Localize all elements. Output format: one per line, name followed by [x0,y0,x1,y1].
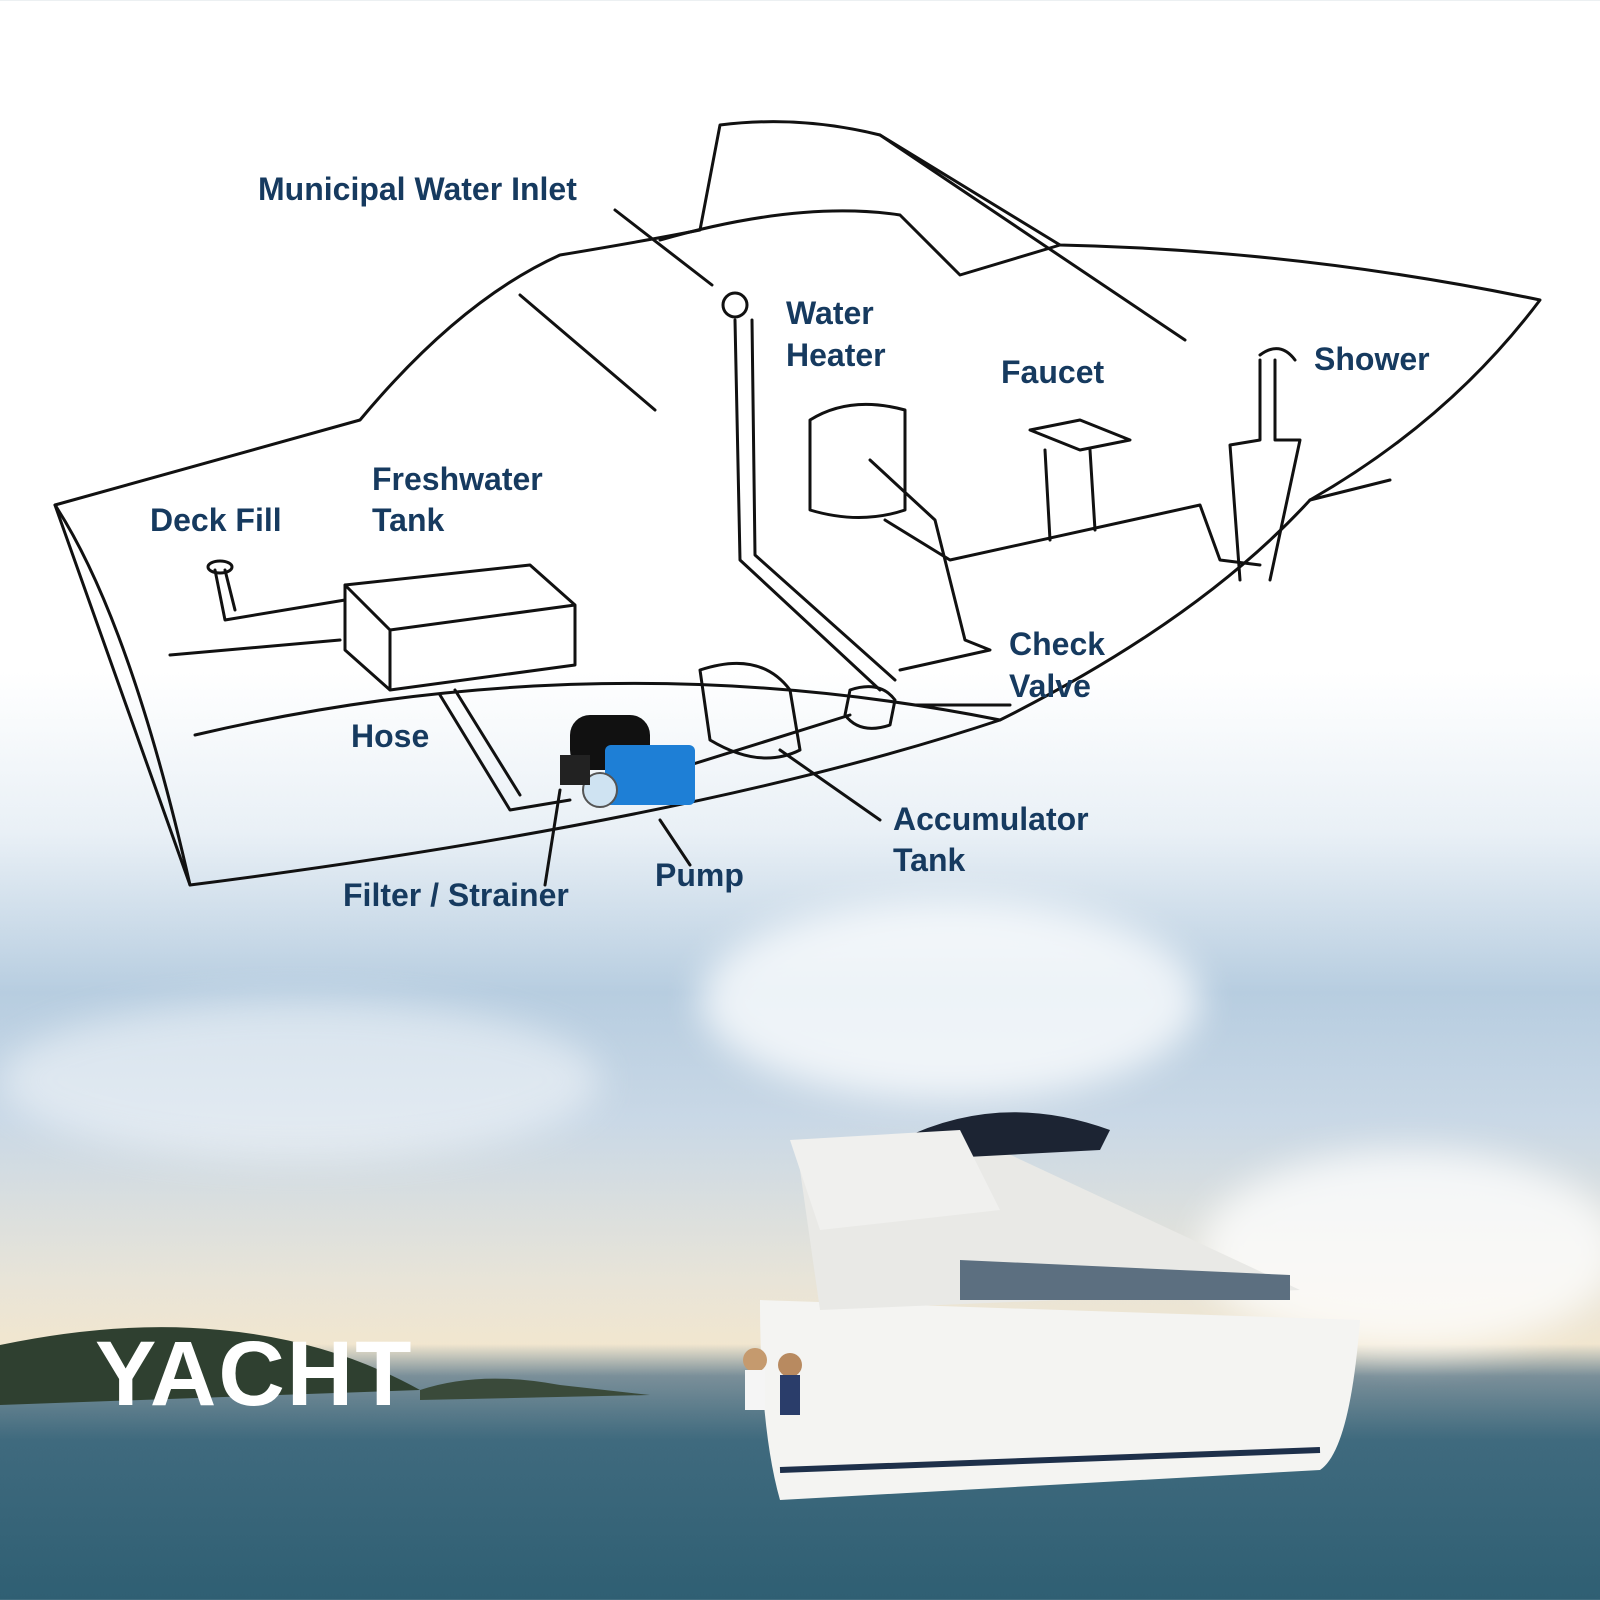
yacht-flybridge [790,1130,1000,1230]
yacht-windows [960,1260,1290,1300]
cabin-line [518,293,657,412]
hull-outline [53,120,1542,887]
inlet-leader [613,208,714,287]
caption-yacht: YACHT [95,1323,414,1425]
yacht-photo [0,1112,1360,1500]
label-water-heater-line2: Heater [786,337,886,373]
person [745,1370,765,1410]
label-faucet: Faucet [1001,354,1105,390]
water-heater [808,402,907,519]
label-shower: Shower [1314,341,1430,377]
hull-chine [193,681,1002,737]
water-pump-image [560,715,695,808]
faucet [1028,418,1132,542]
label-municipal-water-inlet: Municipal Water Inlet [258,171,577,207]
label-freshwater-tank-line1: Freshwater [372,461,543,497]
freshwater-tank [343,563,577,692]
cloud [700,900,1200,1100]
accumulator-leader [778,748,882,822]
hose [438,688,572,812]
person [780,1375,800,1415]
label-accumulator-tank-line1: Accumulator [893,801,1089,837]
pipe [688,713,852,767]
yacht-stripe [779,1447,1321,1473]
deck-fill-pipe [213,568,347,622]
accumulator-tank [698,661,802,760]
inlet-pipe [733,318,897,692]
filter-leader [543,788,562,887]
island [0,1327,420,1405]
person [778,1353,802,1377]
cloud [1200,1150,1600,1350]
windshield [658,209,1062,277]
pump-leader [658,818,692,867]
label-hose: Hose [351,718,430,754]
shower [1228,347,1302,582]
label-freshwater-tank-line2: Tank [372,502,445,538]
cloud [0,1000,600,1160]
check-valve [843,685,897,730]
yacht-hull [760,1300,1360,1500]
label-deck-fill: Deck Fill [150,502,282,538]
hull-line [1308,478,1392,502]
heater-pipe [868,458,1262,672]
label-water-heater-line1: Water [786,295,874,331]
deck-fill-cap [206,559,234,575]
island [420,1378,650,1400]
cabin-line [878,133,1187,342]
person [743,1348,767,1372]
label-filter-strainer: Filter / Strainer [343,877,569,913]
label-check-valve-line1: Check [1009,626,1106,662]
municipal-inlet [721,291,749,319]
label-pump: Pump [655,857,744,893]
label-check-valve-line2: Valve [1009,668,1091,704]
label-accumulator-tank-line2: Tank [893,842,966,878]
hull-side [53,503,192,887]
deck-line [168,638,342,657]
